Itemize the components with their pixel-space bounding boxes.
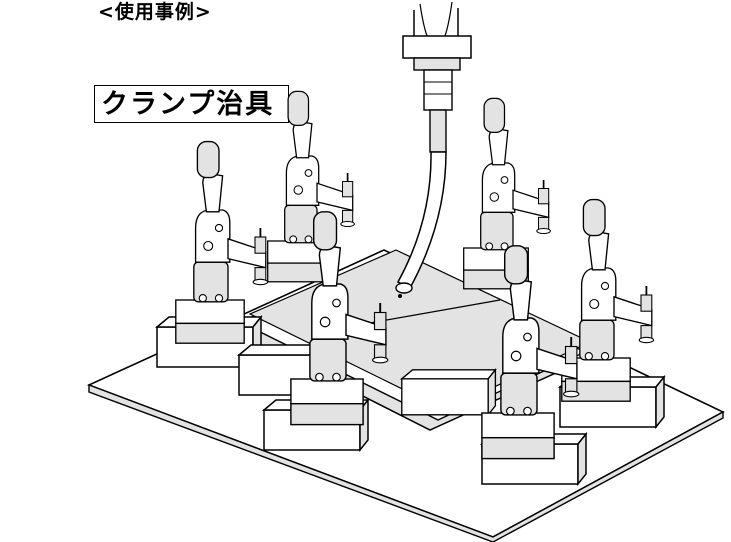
- usage-example-caption: <使用事例>: [98, 1, 212, 23]
- clamp-jig-label: クランプ治具: [101, 89, 275, 120]
- welding-torch: [395, 1, 472, 298]
